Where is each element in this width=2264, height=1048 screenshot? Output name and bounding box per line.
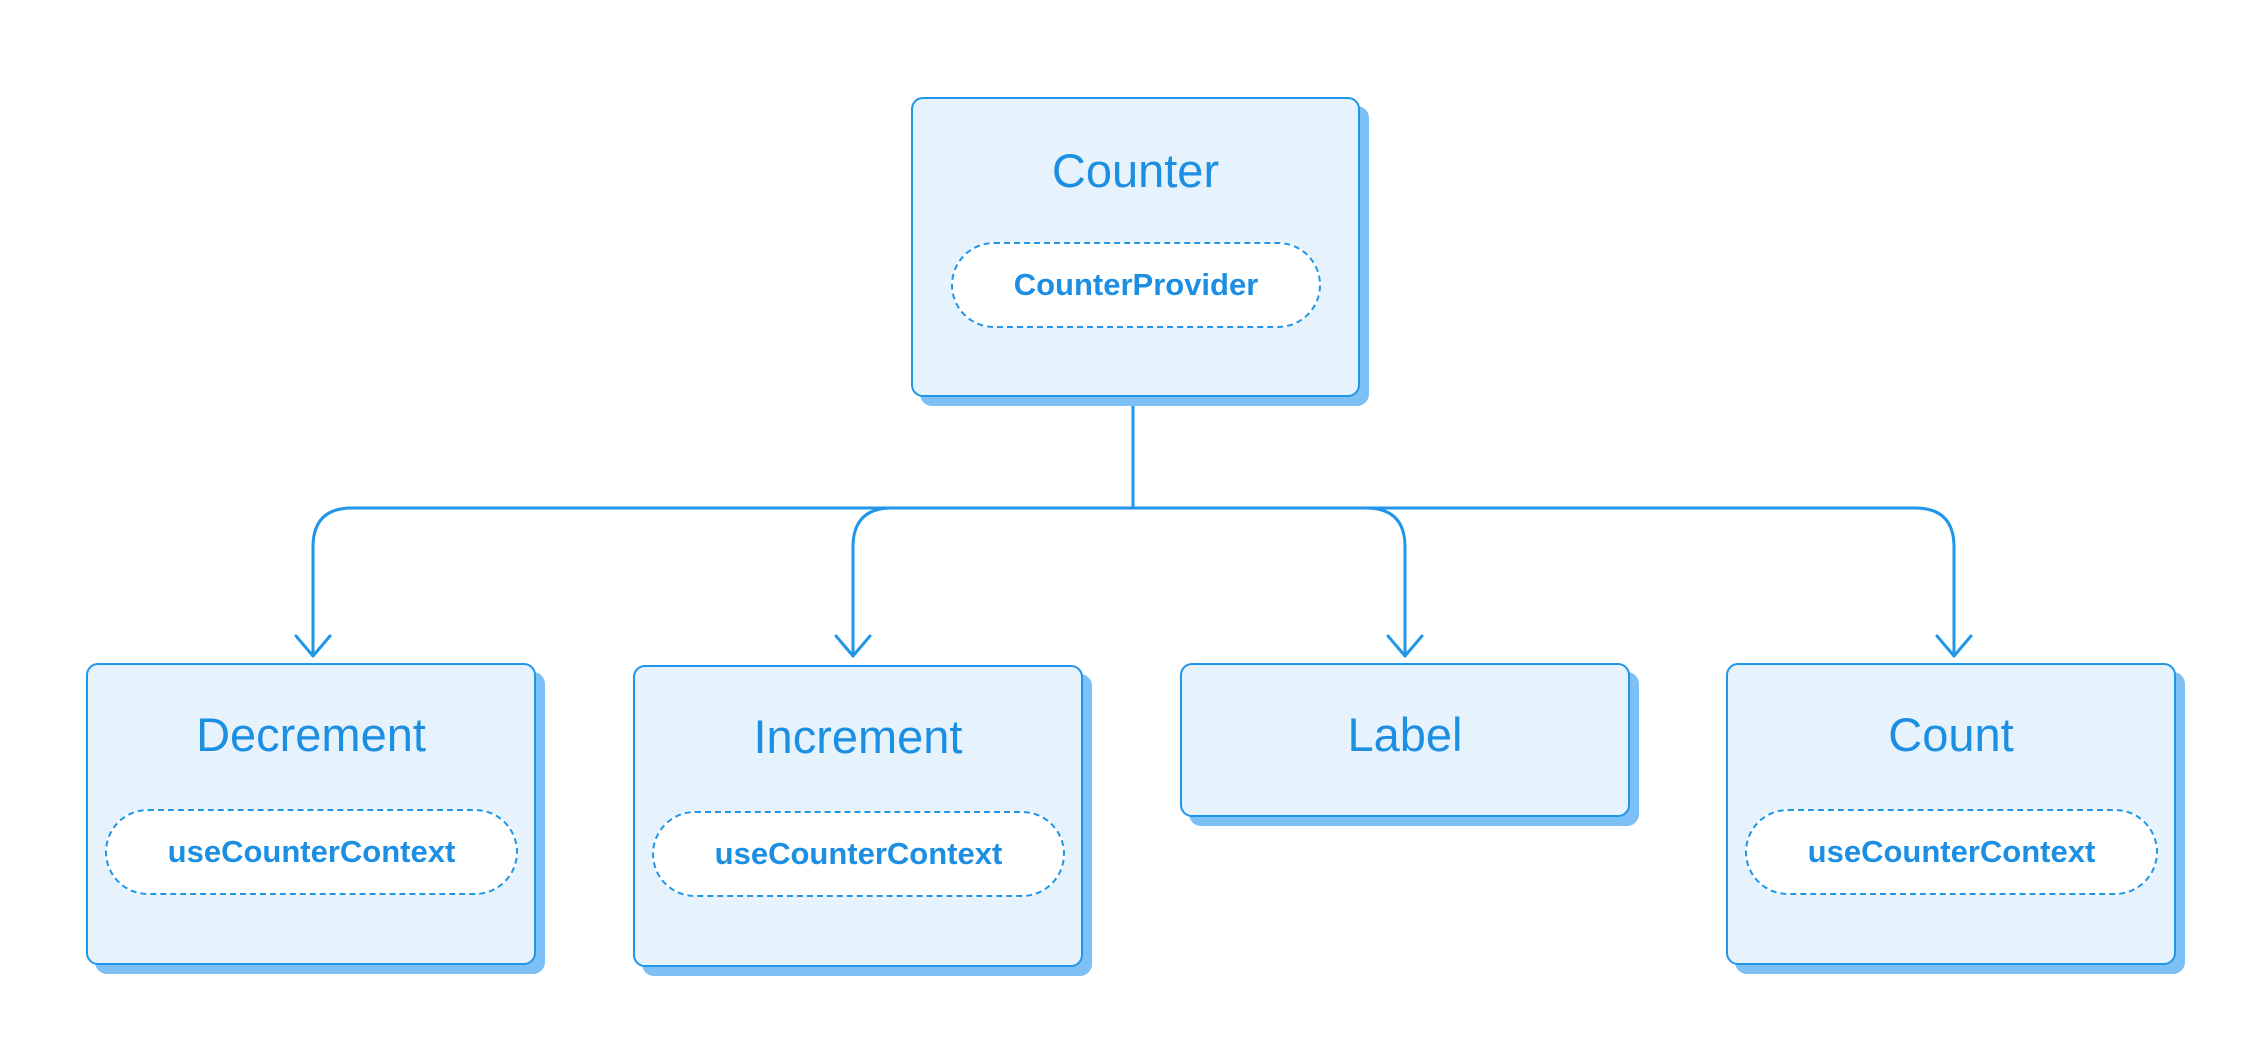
connector-to-label xyxy=(1131,506,1407,658)
arrowhead-increment xyxy=(834,634,872,658)
label-title: Label xyxy=(1347,708,1463,761)
count-hook-label: useCounterContext xyxy=(1807,834,2096,869)
decrement-title: Decrement xyxy=(196,708,426,761)
increment-node: Increment useCounterContext xyxy=(633,665,1083,967)
counter-node: Counter CounterProvider xyxy=(911,97,1360,397)
count-hook-pill: useCounterContext xyxy=(1745,809,2158,895)
arrowhead-label xyxy=(1386,634,1424,658)
connector-to-count xyxy=(1131,506,1956,658)
arrowhead-count xyxy=(1935,634,1973,658)
count-node: Count useCounterContext xyxy=(1726,663,2176,965)
counter-provider-pill: CounterProvider xyxy=(951,242,1321,328)
increment-hook-pill: useCounterContext xyxy=(652,811,1065,897)
increment-title: Increment xyxy=(753,710,963,763)
decrement-hook-label: useCounterContext xyxy=(167,834,456,869)
connector-to-decrement xyxy=(311,506,1135,658)
count-title: Count xyxy=(1888,708,2014,761)
decrement-hook-pill: useCounterContext xyxy=(105,809,518,895)
decrement-node: Decrement useCounterContext xyxy=(86,663,536,965)
counter-title: Counter xyxy=(1051,144,1220,197)
increment-hook-label: useCounterContext xyxy=(714,836,1003,871)
connector-to-increment xyxy=(851,506,1135,658)
label-node: Label xyxy=(1180,663,1630,817)
arrowhead-decrement xyxy=(294,634,332,658)
counter-provider-label: CounterProvider xyxy=(1013,267,1259,302)
